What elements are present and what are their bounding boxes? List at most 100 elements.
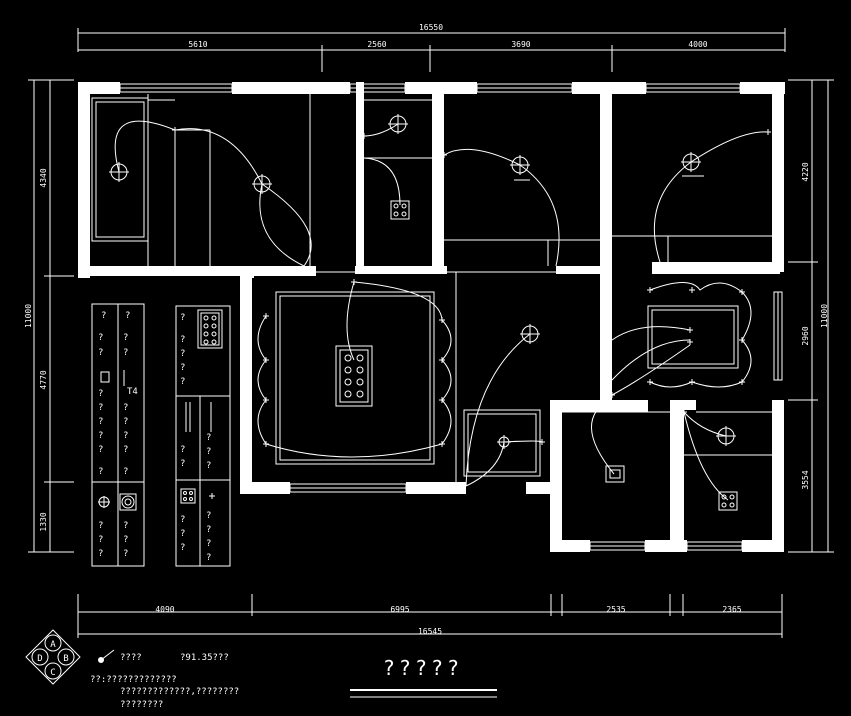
exhaust-fan-icon [605, 465, 625, 483]
legend-col1-item: ? [98, 403, 103, 413]
legend-col1-item: ? [98, 445, 103, 455]
ceiling-light-icon [510, 155, 530, 175]
top-dim-2: 2560 [367, 40, 386, 49]
note-line: ???????? [120, 700, 163, 710]
legend-col3-item: ? [180, 377, 185, 387]
chandelier-legend-icon [197, 309, 223, 349]
note-line: ??:????????????? [90, 675, 177, 685]
legend-col2-item: ? [123, 333, 128, 343]
legend-col3-item: ? [180, 335, 185, 345]
downlight-icons [172, 127, 771, 447]
conduit-legend-icon [185, 402, 191, 432]
switch-box-icon [100, 371, 110, 383]
wiring [114, 120, 769, 501]
legend-col2-item: ? [123, 417, 128, 427]
right-dim-3: 3554 [801, 470, 810, 489]
area-label: ?91.35??? [180, 653, 229, 663]
legend-col2-item: ? [123, 403, 128, 413]
legend-col4-item: ? [206, 461, 211, 471]
bottom-dimension-chain: 4090 6995 2535 2365 16545 [77, 594, 783, 638]
legend-col3-item: ? [180, 363, 185, 373]
legend-col4-item: ? [206, 553, 211, 563]
legend-col1-item: ? [98, 521, 103, 531]
legend-col2-symbols: ? ? ? T4 ? ? ? ? ? ? ? ? [119, 311, 138, 559]
ceiling-light-icon [252, 174, 272, 194]
ceiling-light-icon [109, 162, 129, 182]
drawing-title: ????? [383, 656, 463, 680]
top-dim-3: 3690 [511, 40, 530, 49]
walls [78, 82, 785, 552]
switch-icon [98, 649, 115, 663]
bath-heater-icon [718, 491, 738, 511]
legend-col1-item: ? [98, 417, 103, 427]
compass-label: A [50, 640, 56, 650]
legend-col3-item: ? [180, 445, 185, 455]
ceiling-light-icon [497, 435, 511, 449]
legend-col2-item: T4 [127, 387, 138, 397]
right-dim-1: 4220 [801, 162, 810, 181]
left-dim-2: 4770 [39, 370, 48, 389]
ceiling-light-icon [520, 324, 540, 344]
legend-table-2: ? ? ? ? ? ? ? ? ? ? ? ? ? ? ? ? ? [175, 305, 231, 567]
switch-label: ???? [120, 653, 142, 663]
bath-heater-legend-icon [180, 488, 196, 504]
legend-table-1: ? ? ? ? ? ? ? ? ? ? ? ? ? ? ? T4 ? ? ? ?… [91, 303, 145, 567]
bottom-total-dimension: 16545 [418, 627, 442, 636]
compass-label: B [63, 654, 68, 664]
bottom-dim-3: 2535 [606, 605, 625, 614]
bottom-dim-2: 6995 [390, 605, 409, 614]
legend-col3-item: ? [180, 543, 185, 553]
bottom-dim-4: 2365 [722, 605, 741, 614]
top-dimension-chain: 16550 5610 2560 3690 4000 [77, 23, 786, 72]
bottom-dim-1: 4090 [155, 605, 174, 614]
legend-col1-item: ? [98, 389, 103, 399]
legend-col2-item: ? [123, 348, 128, 358]
left-dim-1: 4340 [39, 168, 48, 187]
legend-col2-item: ? [123, 535, 128, 545]
windows [119, 83, 783, 551]
legend-col3-symbols: ? ? ? ? ? ? ? ? ? ? [180, 313, 196, 553]
exhaust-fan-legend-icon [119, 493, 137, 511]
legend-col4-item: ? [206, 539, 211, 549]
drawing-title-block: ????? [350, 656, 497, 698]
legend-col1-item: ? [101, 311, 106, 321]
compass-label: C [50, 668, 55, 678]
legend-col2-item: ? [123, 549, 128, 559]
legend-col3-item: ? [180, 529, 185, 539]
downlight-legend-icon [209, 493, 215, 499]
compass-label: D [37, 654, 42, 664]
ceiling-light-icon [681, 152, 701, 172]
left-dim-3: 1330 [39, 512, 48, 531]
legend-col1-item: ? [98, 333, 103, 343]
bath-heater-icon [390, 200, 410, 220]
top-total-dimension: 16550 [419, 23, 443, 32]
legend-col1-symbols: ? ? ? ? ? ? ? ? ? ? ? ? [98, 311, 110, 559]
legend-col1-item: ? [98, 348, 103, 358]
chandelier-icon [335, 345, 373, 407]
legend-col4-item: ? [206, 525, 211, 535]
room-details [91, 94, 772, 482]
legend-col3-item: ? [180, 515, 185, 525]
notes: ???? ?91.35??? ??:????????????? ????????… [90, 649, 239, 710]
ceiling-light-legend-icon [98, 496, 110, 508]
legend-col2-item: ? [123, 521, 128, 531]
right-dimension-chain: 4220 2960 3554 11000 [788, 79, 834, 553]
legend-col2-item: ? [123, 445, 128, 455]
legend-col2-item: ? [125, 311, 130, 321]
legend-col3-item: ? [180, 313, 185, 323]
left-dimension-chain: 4340 4770 1330 11000 [24, 79, 74, 553]
legend-col1-item: ? [98, 549, 103, 559]
legend-col4-item: ? [206, 511, 211, 521]
legend-col3-item: ? [180, 459, 185, 469]
legend-col3-item: ? [180, 349, 185, 359]
legend-col2-item: ? [123, 431, 128, 441]
light-fixtures [109, 114, 771, 511]
legend-col4-item: ? [206, 447, 211, 457]
legend-col1-item: ? [98, 467, 103, 477]
legend-col2-item: ? [123, 467, 128, 477]
ceiling-light-icon [716, 426, 736, 446]
note-line: ?????????????,???????? [120, 687, 239, 697]
right-total-dimension: 11000 [820, 304, 829, 328]
legend-col1-item: ? [98, 535, 103, 545]
